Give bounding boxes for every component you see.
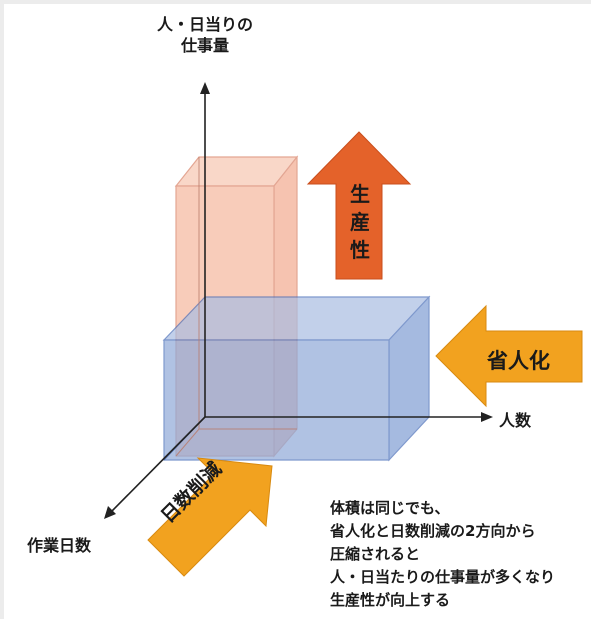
depth-axis-label: 作業日数 — [27, 536, 92, 555]
productivity-label: 生 産 性 — [347, 180, 373, 264]
note-line-5: 生産性が向上する — [330, 591, 451, 609]
x-axis-arrowhead — [481, 412, 493, 422]
y-axis-label-line1: 人・日当りの — [156, 15, 253, 34]
tall-box-edges — [175, 157, 297, 457]
productivity-char-2: 産 — [350, 210, 370, 234]
axes — [110, 92, 482, 513]
wide-box-top — [162, 296, 431, 341]
wide-box — [162, 295, 431, 462]
y-axis-label-line2: 仕事量 — [180, 36, 229, 55]
y-axis-arrowhead — [200, 82, 210, 94]
note-line-4: 人・日当たりの仕事量が多くなり — [330, 568, 556, 586]
productivity-arrow — [306, 131, 412, 280]
wide-box-front — [163, 339, 390, 461]
note-line-1: 体積は同じでも、 — [330, 499, 450, 517]
labor-saving-arrow — [435, 304, 583, 408]
note-line-2: 省人化と日数削減の2方向から — [330, 522, 536, 540]
days-reduction-arrow — [147, 457, 273, 577]
note-line-3: 圧縮されると — [330, 545, 421, 563]
depth-axis-arrowhead — [104, 506, 116, 519]
diagram-canvas: 人・日当りの 仕事量 人数 作業日数 生 産 性 省人化 日数削減 体積は同じで… — [4, 4, 591, 619]
explanation-note: 体積は同じでも、 省人化と日数削減の2方向から 圧縮されると 人・日当たりの仕事… — [330, 497, 591, 612]
labor-saving-label: 省人化 — [487, 349, 550, 373]
x-axis-label: 人数 — [499, 411, 532, 430]
productivity-char-3: 性 — [350, 238, 370, 262]
y-axis-label: 人・日当りの 仕事量 — [152, 14, 258, 56]
productivity-char-1: 生 — [350, 182, 370, 206]
depth-axis-line — [110, 416, 206, 513]
diagram-graphics — [104, 82, 583, 577]
